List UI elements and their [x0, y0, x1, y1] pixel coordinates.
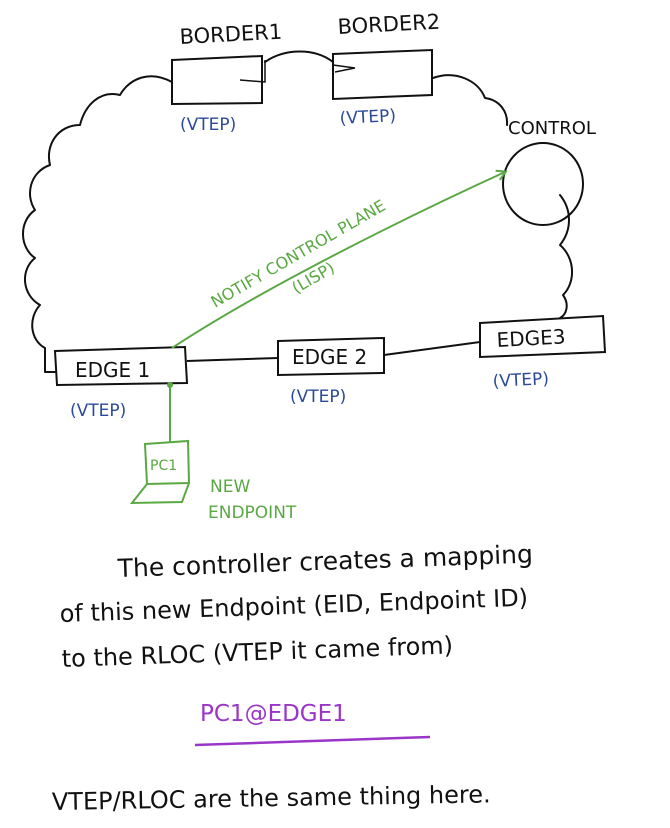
- edge2-edge3-link: [383, 341, 481, 356]
- note-line-3: to the RLOC (VTEP it came from): [61, 631, 453, 673]
- notify-arrow: [171, 172, 505, 349]
- edge3-node: EDGE3 (VTEP): [479, 314, 607, 392]
- control-label: CONTROL: [508, 118, 596, 139]
- edge2-vtep-tag: (VTEP): [290, 387, 346, 407]
- edge1-edge2-link: [186, 357, 279, 362]
- endpoint-label: ENDPOINT: [208, 503, 297, 523]
- note-line-2: of this new Endpoint (EID, Endpoint ID): [59, 584, 528, 628]
- note-line-1: The controller creates a mapping: [116, 540, 533, 584]
- border1-label: BORDER1: [179, 20, 283, 49]
- edge1-vtep-tag: (VTEP): [70, 401, 126, 421]
- mapping-underline: [194, 735, 431, 747]
- edge3-label: EDGE3: [496, 324, 566, 352]
- control-node: CONTROL: [502, 118, 596, 226]
- edge1-node: EDGE 1 (VTEP): [53, 345, 189, 421]
- pc1-label: PC1: [150, 458, 177, 474]
- new-label: NEW: [210, 477, 250, 497]
- edge2-node: EDGE 2 (VTEP): [277, 336, 385, 407]
- border2-vtep-tag: (VTEP): [339, 106, 396, 129]
- border1-node: BORDER1 (VTEP): [171, 20, 283, 135]
- fabric-cloud: [22, 50, 573, 373]
- edge1-label: EDGE 1: [75, 358, 150, 382]
- footer-note: VTEP/RLOC are the same thing here.: [52, 780, 491, 816]
- pc1-laptop: PC1: [129, 382, 191, 505]
- edge2-label: EDGE 2: [292, 345, 367, 369]
- edge3-vtep-tag: (VTEP): [492, 369, 549, 392]
- border2-node: BORDER2 (VTEP): [332, 10, 441, 129]
- border1-vtep-tag: (VTEP): [180, 115, 236, 135]
- mapping-label: PC1@EDGE1: [200, 701, 347, 727]
- border2-label: BORDER2: [337, 10, 441, 39]
